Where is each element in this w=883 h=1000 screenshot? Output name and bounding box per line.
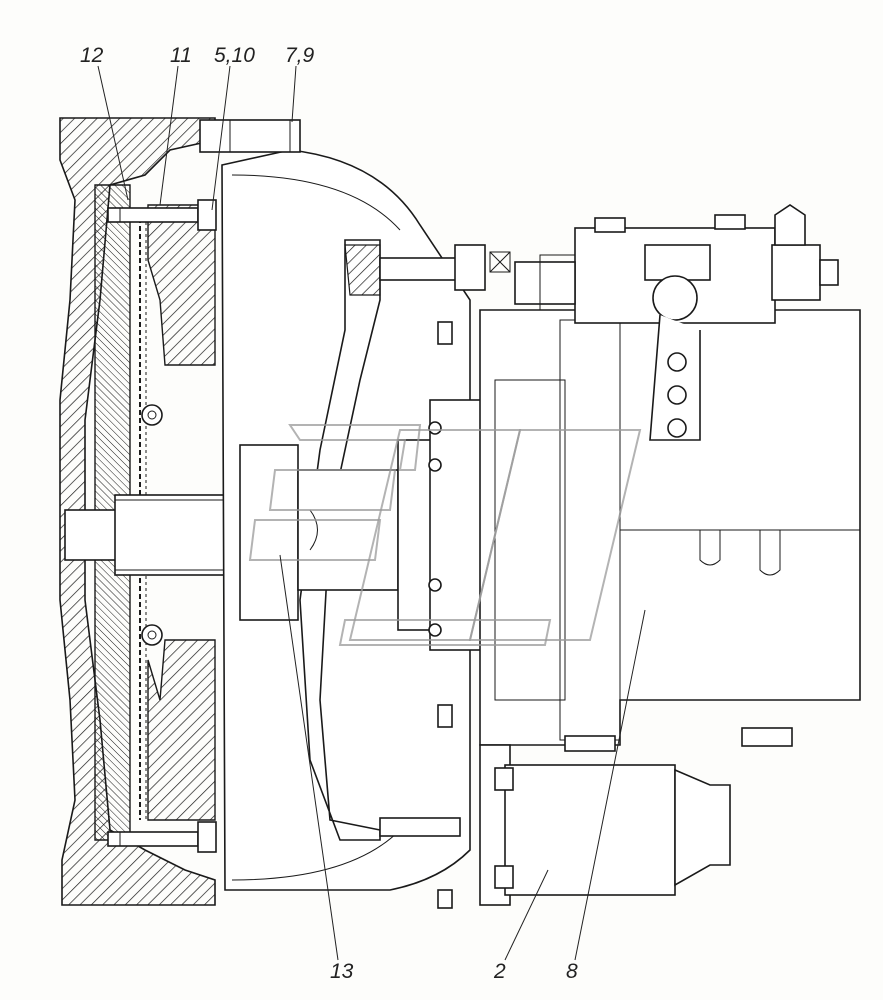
starter-motor <box>479 744 731 906</box>
watermark-logo <box>248 424 642 646</box>
callout-8: 8 <box>566 960 578 983</box>
callout-13: 13 <box>330 960 354 983</box>
leader-lines <box>97 65 646 961</box>
callout-5-10: 5,10 <box>214 44 255 67</box>
callout-11: 11 <box>170 44 192 67</box>
callout-7-9: 7,9 <box>285 44 315 67</box>
flywheel-bolts <box>107 199 217 853</box>
release-fork <box>299 239 511 841</box>
callout-2: 2 <box>493 960 506 983</box>
shift-valve-block <box>514 204 839 441</box>
flange-bolts <box>437 321 453 909</box>
pressure-plate <box>147 204 216 821</box>
gearbox-body <box>479 309 861 752</box>
flywheel-housing <box>59 117 216 906</box>
input-shaft <box>64 494 246 576</box>
callout-12: 12 <box>80 44 104 67</box>
callout-labels: 12 11 5,10 7,9 13 2 8 <box>80 44 578 983</box>
